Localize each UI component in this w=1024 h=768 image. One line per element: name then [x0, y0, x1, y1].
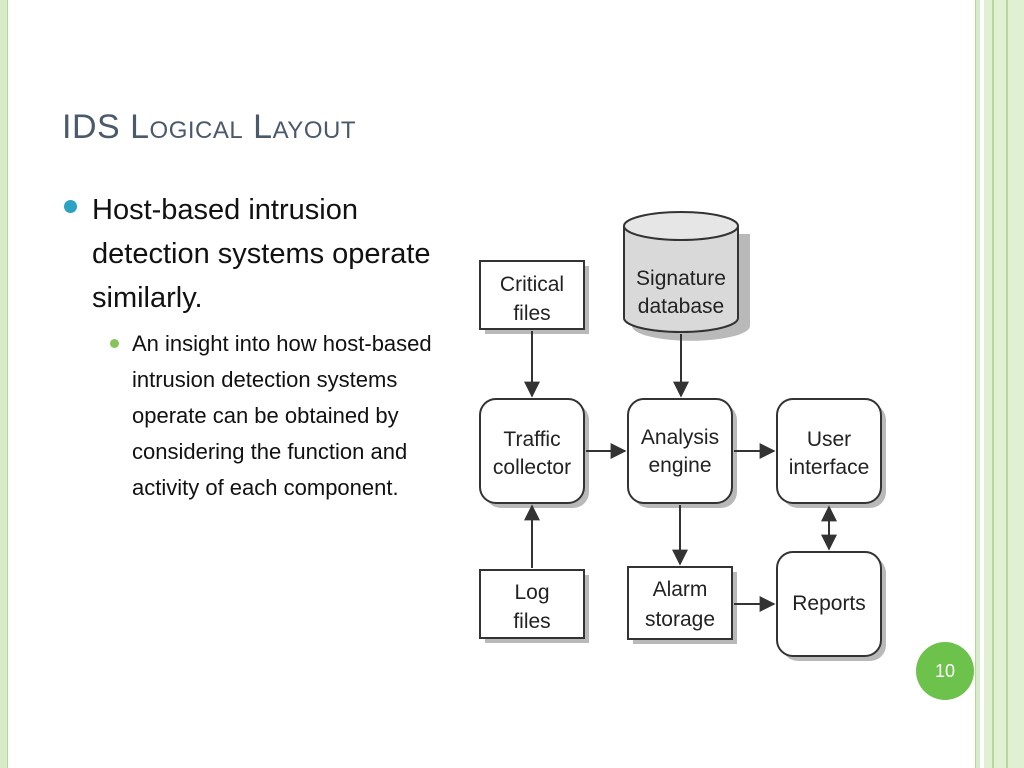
bullet-item: Host-based intrusion detection systems o… — [62, 188, 452, 320]
user-interface-node: User interface — [776, 398, 886, 508]
analysis-engine-node: Analysis engine — [627, 398, 737, 508]
slide-frame-right-outer — [984, 0, 1024, 768]
alarm-storage-label-line2: storage — [645, 608, 715, 631]
analysis-engine-label-line1: Analysis — [641, 426, 719, 449]
traffic-collector-node: Traffic collector — [479, 398, 589, 508]
traffic-collector-label-line2: collector — [493, 456, 571, 479]
user-interface-label-line1: User — [807, 428, 851, 451]
frame-stripe — [992, 0, 994, 768]
sub-bullet-text: An insight into how host-based intrusion… — [132, 331, 432, 500]
slide-frame-right-inner — [975, 0, 980, 768]
bullet-dot-icon — [64, 200, 77, 213]
reports-node: Reports — [776, 551, 886, 661]
user-interface-label-line2: interface — [789, 456, 870, 479]
critical-files-label-line2: files — [513, 302, 550, 325]
frame-stripe — [1006, 0, 1008, 768]
log-files-label-line2: files — [513, 610, 550, 633]
critical-files-node: Critical files — [479, 260, 589, 334]
traffic-collector-label-line1: Traffic — [503, 428, 560, 451]
page-number-badge: 10 — [916, 642, 974, 700]
signature-database-node: Signature database — [623, 211, 750, 341]
log-files-label-line1: Log — [514, 581, 549, 604]
signature-database-label-line2: database — [638, 295, 724, 318]
reports-label: Reports — [792, 592, 866, 615]
alarm-storage-label-line1: Alarm — [653, 578, 708, 601]
analysis-engine-label-line2: engine — [648, 454, 711, 477]
slide-title: IDS Logical Layout — [62, 108, 356, 146]
sub-bullet-item: An insight into how host-based intrusion… — [106, 326, 452, 506]
alarm-storage-node: Alarm storage — [627, 566, 737, 644]
ids-diagram: Signature database Critical files Traffi… — [479, 211, 886, 661]
bullet-list: Host-based intrusion detection systems o… — [62, 188, 452, 506]
slide-frame-left — [0, 0, 8, 768]
critical-files-label-line1: Critical — [500, 273, 564, 296]
bullet-text: Host-based intrusion detection systems o… — [92, 194, 431, 314]
sub-bullet-dot-icon — [110, 339, 119, 348]
signature-database-label-line1: Signature — [636, 267, 726, 290]
log-files-node: Log files — [479, 569, 589, 643]
